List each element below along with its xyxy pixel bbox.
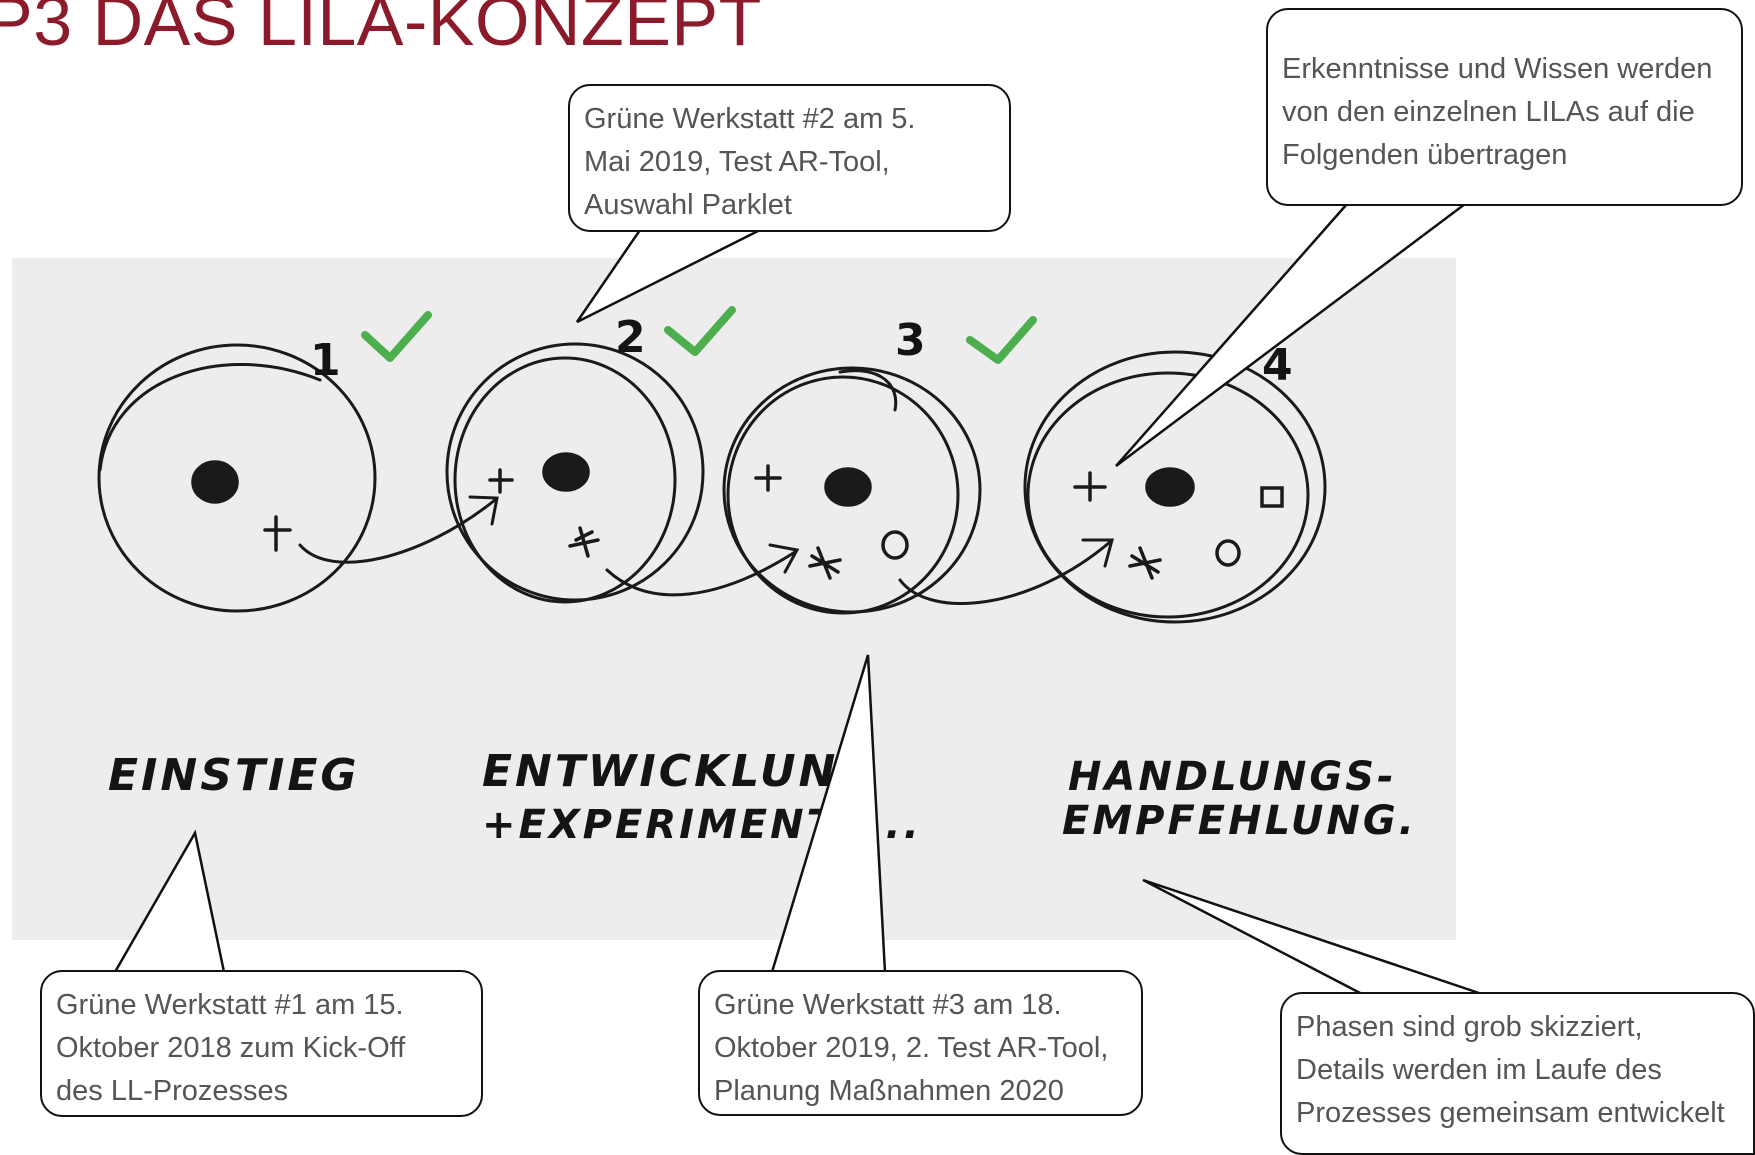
pointer-phasen <box>1142 878 1483 996</box>
phase-number-1: 1 <box>310 335 341 386</box>
phase-number-3: 3 <box>895 315 926 366</box>
callout-phasen: Phasen sind grob skizziert, Details werd… <box>1280 992 1755 1155</box>
callout-line: Auswahl Parklet <box>584 189 792 221</box>
callout-wissen: Erkenntnisse und Wissen werden von den e… <box>1266 8 1743 206</box>
callout-line: Mai 2019, Test AR-Tool, <box>584 146 890 178</box>
lila-circle-4 <box>1023 350 1327 624</box>
lila-circle-2 <box>445 342 705 604</box>
callout-werkstatt-1: Grüne Werkstatt #1 am 15. Oktober 2018 z… <box>40 970 483 1117</box>
callout-line: von den einzelnen LILAs auf die <box>1282 96 1695 128</box>
checkmark-icon <box>966 316 1037 364</box>
pointer-werkstatt1 <box>112 829 226 974</box>
callout-line: Folgenden übertragen <box>1282 139 1568 171</box>
callout-werkstatt-3: Grüne Werkstatt #3 am 18. Oktober 2019, … <box>698 970 1143 1116</box>
lila-circle-1 <box>97 343 377 613</box>
callout-line: Planung Maßnahmen 2020 <box>714 1075 1064 1107</box>
label-einstieg: EINSTIEG <box>108 750 360 801</box>
callout-line: Details werden im Laufe des <box>1296 1054 1662 1086</box>
phase-number-2: 2 <box>615 312 646 363</box>
checkmark-icon <box>361 311 432 362</box>
page-title: P3 DAS LILA-KONZEPT <box>0 0 762 60</box>
label-handlung-1: HANDLUNGS- <box>1068 754 1397 800</box>
callout-line: Oktober 2019, 2. Test AR-Tool, <box>714 1032 1109 1064</box>
checkmark-icon <box>664 306 736 356</box>
label-entwicklung-1: ENTWICKLUNG <box>482 746 877 797</box>
callout-line: Phasen sind grob skizziert, <box>1296 1011 1643 1043</box>
arrow-3-4-head <box>1081 538 1114 568</box>
lila-circle-3 <box>722 366 982 615</box>
arrow-1-2-head <box>468 495 499 526</box>
callout-line: Grüne Werkstatt #2 am 5. <box>584 103 916 135</box>
callout-line: Prozesses gemeinsam entwickelt <box>1296 1097 1725 1129</box>
arrow-3-4 <box>898 540 1112 605</box>
pointer-wissen-a <box>1115 202 1469 467</box>
callout-line: Grüne Werkstatt #1 am 15. <box>56 989 404 1021</box>
callout-werkstatt-2: Grüne Werkstatt #2 am 5. Mai 2019, Test … <box>568 84 1011 232</box>
callout-line: Grüne Werkstatt #3 am 18. <box>714 989 1062 1021</box>
label-handlung-2: EMPFEHLUNG. <box>1062 798 1417 844</box>
arrow-2-3-head <box>768 543 800 574</box>
callout-line: des LL-Prozesses <box>56 1075 289 1107</box>
arrow-2-3 <box>605 550 797 597</box>
callout-line: Oktober 2018 zum Kick-Off <box>56 1032 406 1064</box>
arrow-1-2 <box>298 498 497 564</box>
callout-line: Erkenntnisse und Wissen werden <box>1282 53 1713 85</box>
